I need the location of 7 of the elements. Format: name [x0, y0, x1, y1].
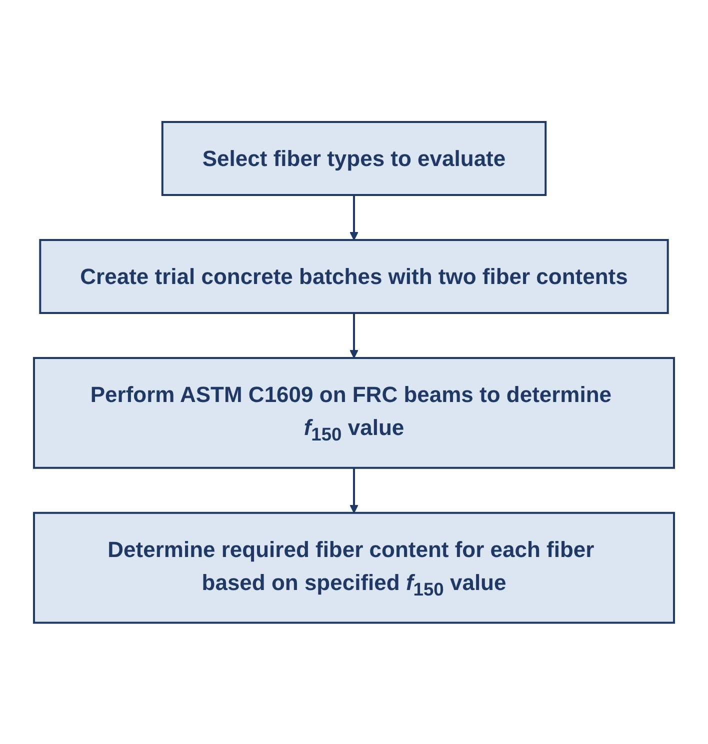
node-box: Select fiber types to evaluate: [161, 120, 547, 196]
arrow: [350, 312, 358, 358]
arrow: [350, 468, 358, 513]
node-box: Determine required fiber content for each fiber based on specified f$_{150}$ value: [33, 512, 675, 624]
node-box: Create trial concrete batches with two fiber contents: [39, 238, 669, 314]
arrow: [350, 194, 358, 240]
node-box: Perform ASTM C1609 on FRC beams to determine f$_{150}$ value: [33, 356, 675, 468]
